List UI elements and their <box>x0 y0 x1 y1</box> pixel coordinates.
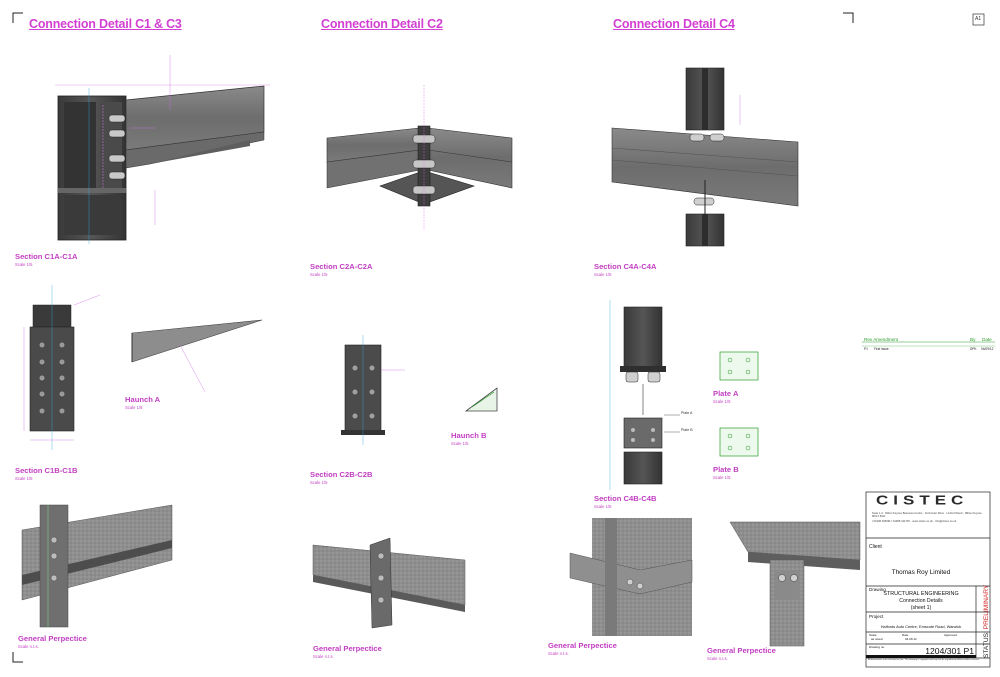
label-section-c2a: Section C2A-C2A <box>310 262 373 271</box>
approved-label: Approved <box>944 633 957 637</box>
client-name: Thomas Roy Limited <box>891 569 951 576</box>
title-block-disclaimer: All dimensions to be checked on site. Th… <box>868 659 980 661</box>
scale-section-c2b: Scale 1/5 <box>310 480 328 485</box>
scale-perspective-1: Scale n.t.s. <box>18 644 39 649</box>
label-section-c4b: Section C4B-C4B <box>594 494 657 503</box>
section-c4a-view <box>611 67 799 247</box>
label-plate-b: Plate B <box>713 465 739 474</box>
scale-section-c2a: Scale 1/5 <box>310 272 328 277</box>
label-perspective-3: General Perpectice <box>548 641 617 650</box>
rev-header-by: By <box>970 337 976 342</box>
label-section-c4a: Section C4A-C4A <box>594 262 657 271</box>
date-label: Date <box>902 633 909 637</box>
label-haunch-a: Haunch A <box>125 395 161 404</box>
project-name: Halfords Auto Centre, Emscote Road, Warw… <box>880 624 962 629</box>
scale-section-c4a: Scale 1/5 <box>594 272 612 277</box>
section-c2b-view <box>341 335 405 445</box>
status-value: PRELIMINARY <box>983 584 990 630</box>
scale-value: as noted <box>871 637 883 641</box>
scale-section-c1b: Scale 1/5 <box>15 476 33 481</box>
status-block: STATUS: PRELIMINARY <box>983 584 990 658</box>
company-logo: CISTEC <box>876 493 969 508</box>
sheet-size-mark: A1 <box>975 16 982 22</box>
scale-perspective-3: Scale n.t.s. <box>548 651 569 656</box>
rev-row-text: First Issue <box>874 347 889 351</box>
scale-plate-a: Scale 1/5 <box>713 399 731 404</box>
client-label: Client <box>869 544 882 550</box>
tag-plate-a: Plate A <box>681 411 693 415</box>
plate-a-view <box>719 351 759 381</box>
label-section-c1a: Section C1A-C1A <box>15 252 78 261</box>
date-value: 04.09.12 <box>905 637 917 641</box>
title-block-frame <box>865 491 991 668</box>
scale-haunch-a: Scale 1/5 <box>125 405 143 410</box>
rev-header-amendment: Rev Amendment <box>864 337 898 342</box>
label-section-c1b: Section C1B-C1B <box>15 466 78 475</box>
label-section-c2b: Section C2B-C2B <box>310 470 373 479</box>
drawing-title-3: (sheet 1) <box>910 605 932 611</box>
rev-row-date: 04/09/12 <box>981 347 994 351</box>
corner-marks <box>12 12 854 663</box>
rev-row-rev: P1 <box>864 347 868 351</box>
label-perspective-4: General Perpectice <box>707 646 776 655</box>
heading-c2: Connection Detail C2 <box>321 17 443 31</box>
perspective-1 <box>21 504 173 628</box>
tag-plate-b: Plate B <box>681 428 693 432</box>
scale-haunch-b: Scale 1/5 <box>451 441 469 446</box>
plate-b-view <box>719 427 759 457</box>
scale-perspective-4: Scale n.t.s. <box>707 656 728 661</box>
scale-section-c1a: Scale 1/5 <box>15 262 33 267</box>
project-label: Project <box>869 614 884 619</box>
scale-plate-b: Scale 1/5 <box>713 475 731 480</box>
perspective-2 <box>312 537 466 629</box>
perspective-4 <box>729 521 861 647</box>
section-c4b-view <box>609 300 680 490</box>
section-c1b-view <box>23 285 101 450</box>
haunch-b-view <box>464 387 498 412</box>
company-contact: t 01908 296091 f 01908 411745 · www.cist… <box>872 520 957 523</box>
section-c2a-view <box>326 85 513 230</box>
label-plate-a: Plate A <box>713 389 739 398</box>
drawing-number: 1204/301 P1 <box>925 646 974 656</box>
section-c1a-view <box>55 55 270 244</box>
label-perspective-2: General Perpectice <box>313 644 382 653</box>
rev-header-date: Date <box>982 337 992 342</box>
haunch-a-view <box>131 319 263 393</box>
label-perspective-1: General Perpectice <box>18 634 87 643</box>
heading-c1-c3: Connection Detail C1 & C3 <box>29 17 182 31</box>
scale-section-c4b: Scale 1/5 <box>594 504 612 509</box>
company-address: Suite 1-3 · Milton Keynes Business Centr… <box>872 512 984 519</box>
heading-c4: Connection Detail C4 <box>613 17 735 31</box>
drawing-no-label: Drawing no. <box>869 645 886 649</box>
drawing-title-1: STRUCTURAL ENGINEERING <box>883 591 959 597</box>
drawing-title-2: Connection Details <box>899 598 943 604</box>
perspective-3 <box>569 518 693 636</box>
scale-label: Scale <box>869 633 877 637</box>
rev-row-by: DPK <box>970 347 977 351</box>
drawing-label: Drawing <box>869 587 886 592</box>
label-haunch-b: Haunch B <box>451 431 487 440</box>
status-label: STATUS <box>983 632 990 658</box>
scale-perspective-2: Scale n.t.s. <box>313 654 334 659</box>
